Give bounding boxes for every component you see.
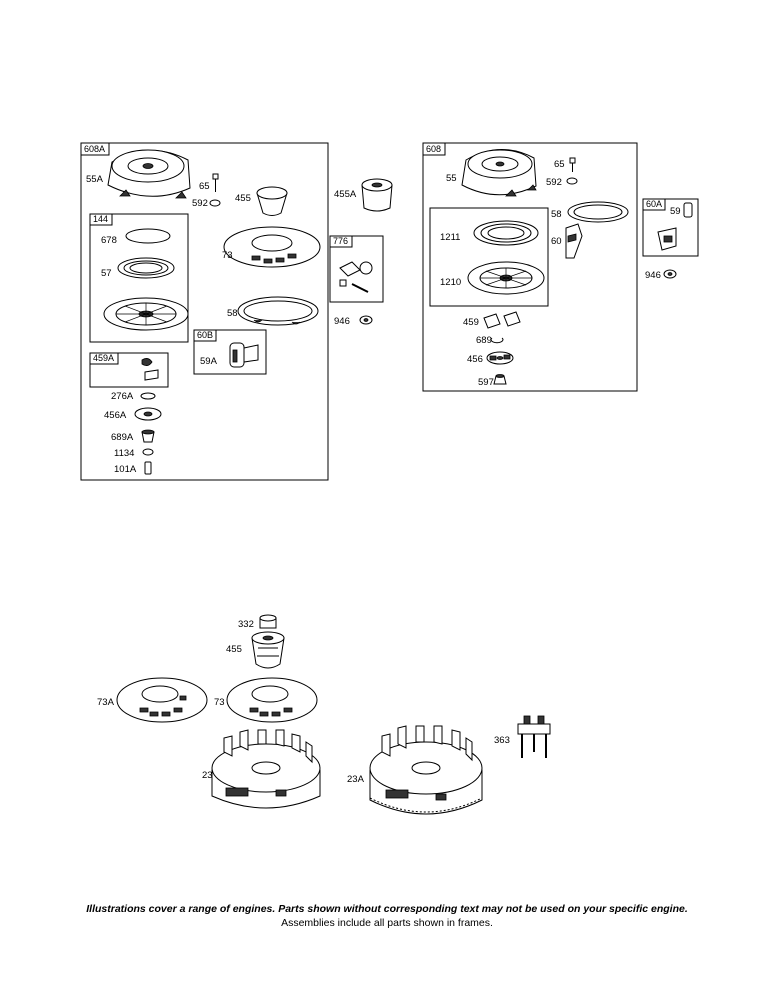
frame-label-608: 608 [426,144,441,154]
frame-144 [89,213,189,343]
spring-689-part [490,337,504,344]
pulley-part [103,297,189,331]
label-456: 456 [467,354,483,365]
label-65-left: 65 [199,181,210,192]
label-455-left: 455 [235,193,251,204]
starter-cup-455-bottom-part [251,631,285,669]
rope-58-right-part [567,201,629,223]
starter-cup-455-part [256,186,288,216]
ratchet-456-part [486,351,514,365]
label-65-right: 65 [554,159,565,170]
assembly-608A: 608A 55A 65 592 455 144 678 [80,142,329,481]
label-73-bottom: 73 [214,697,225,708]
handle-59-part [657,202,693,251]
label-678: 678 [101,235,117,246]
frame-label-608A: 608A [84,144,105,154]
blower-housing-55A-part [107,149,191,199]
nut-689A-part [141,429,155,443]
label-455A: 455A [334,189,357,200]
label-597: 597 [478,377,494,388]
starter-cup-455A-part [361,178,393,212]
label-23A: 23A [347,774,365,785]
washer-592-right-part [566,177,578,185]
label-60: 60 [551,236,562,247]
frame-label-60A: 60A [646,199,662,209]
label-689A: 689A [111,432,134,443]
handle-59A-part [229,342,259,368]
frame-label-60B: 60B [197,330,213,340]
starter-rope-58-part [237,296,319,326]
pawl-459-part [483,311,521,329]
label-57: 57 [101,268,112,279]
label-363: 363 [494,735,510,746]
label-592-left: 592 [192,198,208,209]
frame-608 [422,142,638,392]
label-1210: 1210 [440,277,461,288]
spring-cover-678-part [125,228,171,244]
guide-776-part [339,261,373,293]
flywheel-23A-part [369,725,483,815]
screen-73-part [223,226,321,268]
assemblies-note: Assemblies include all parts shown in fr… [281,917,493,929]
nut-332-part [259,614,277,629]
washer-592-part [209,199,221,207]
label-73A: 73A [97,697,115,708]
frame-60A [642,198,699,257]
ratchet-456A-part [134,407,162,421]
label-58-left: 58 [227,308,238,319]
flywheel-23-part [211,729,321,809]
rewind-spring-57-part [117,257,175,279]
label-23: 23 [202,770,213,781]
screen-73-bottom-part [226,677,318,723]
label-946-right: 946 [645,270,661,281]
label-276A: 276A [111,391,134,402]
label-459: 459 [463,317,479,328]
pin-101A-part [144,461,152,475]
pawl-459A-part [141,358,159,381]
gear-946-left-part [359,315,373,325]
gear-946-right-part [663,269,677,279]
label-55: 55 [446,173,457,184]
bolt-65-right-part [569,157,576,172]
spring-276A-part [140,392,156,400]
label-58-right: 58 [551,209,562,220]
label-1134: 1134 [114,448,134,459]
disclaimer-text: Illustrations cover a range of engines. … [86,903,688,915]
frame-459A [89,352,169,388]
label-455-bottom: 455 [226,644,242,655]
frame-label-459A: 459A [93,353,114,363]
label-101A: 101A [114,464,137,475]
frame-60B [193,329,267,375]
label-946-left: 946 [334,316,350,327]
spring-1211-part [473,220,539,246]
frame-776 [329,235,384,303]
label-59A: 59A [200,356,218,367]
label-55A: 55A [86,174,104,185]
handle-60-part [565,223,583,259]
blower-housing-55-part [461,149,537,197]
frame-608A [80,142,329,481]
label-73-left: 73 [222,250,233,261]
washer-1134-part [142,448,154,456]
bolt-65-part [212,173,219,192]
label-689: 689 [476,335,492,346]
screen-73A-part [116,677,208,723]
label-592-right: 592 [546,177,562,188]
label-332: 332 [238,619,254,630]
label-59: 59 [670,206,681,217]
label-1211: 1211 [440,232,460,243]
label-456A: 456A [104,410,127,421]
frame-spring-pulley [429,207,549,307]
frame-label-776: 776 [333,236,348,246]
pulley-1210-part [467,261,545,295]
frame-label-144: 144 [93,214,108,224]
nut-597-part [493,374,507,385]
tool-363-part [517,715,551,758]
assembly-608: 608 55 65 592 1211 1210 [422,142,638,392]
